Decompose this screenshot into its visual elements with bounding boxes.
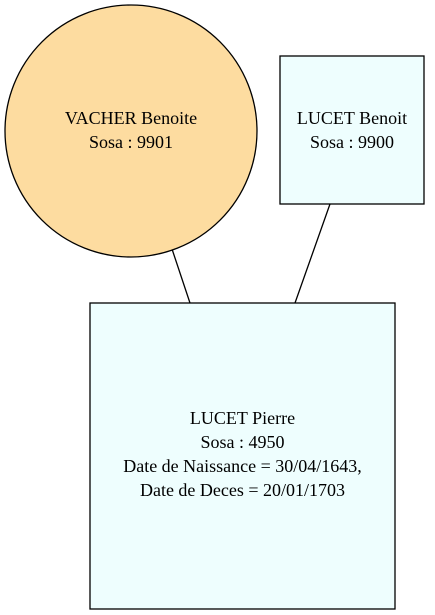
node-mother[interactable]: VACHER Benoite Sosa : 9901 <box>4 4 258 258</box>
node-child-birth: Date de Naissance = 30/04/1643, <box>123 456 362 476</box>
edge-mother-to-child <box>171 248 191 304</box>
node-child-shape <box>89 302 396 610</box>
node-mother-sosa: Sosa : 9901 <box>89 132 173 152</box>
node-child-sosa: Sosa : 4950 <box>200 432 284 452</box>
node-child-name: LUCET Pierre <box>190 408 295 428</box>
node-father-sosa: Sosa : 9900 <box>310 132 394 152</box>
node-child[interactable]: LUCET Pierre Sosa : 4950 Date de Naissan… <box>89 302 396 610</box>
node-mother-shape <box>4 4 258 258</box>
edge-father-to-child <box>294 203 331 304</box>
node-child-death: Date de Deces = 20/01/1703 <box>140 480 345 500</box>
node-father[interactable]: LUCET Benoit Sosa : 9900 <box>279 55 425 205</box>
node-father-name: LUCET Benoit <box>297 108 407 128</box>
node-father-shape <box>279 55 425 205</box>
node-mother-name: VACHER Benoite <box>65 108 197 128</box>
